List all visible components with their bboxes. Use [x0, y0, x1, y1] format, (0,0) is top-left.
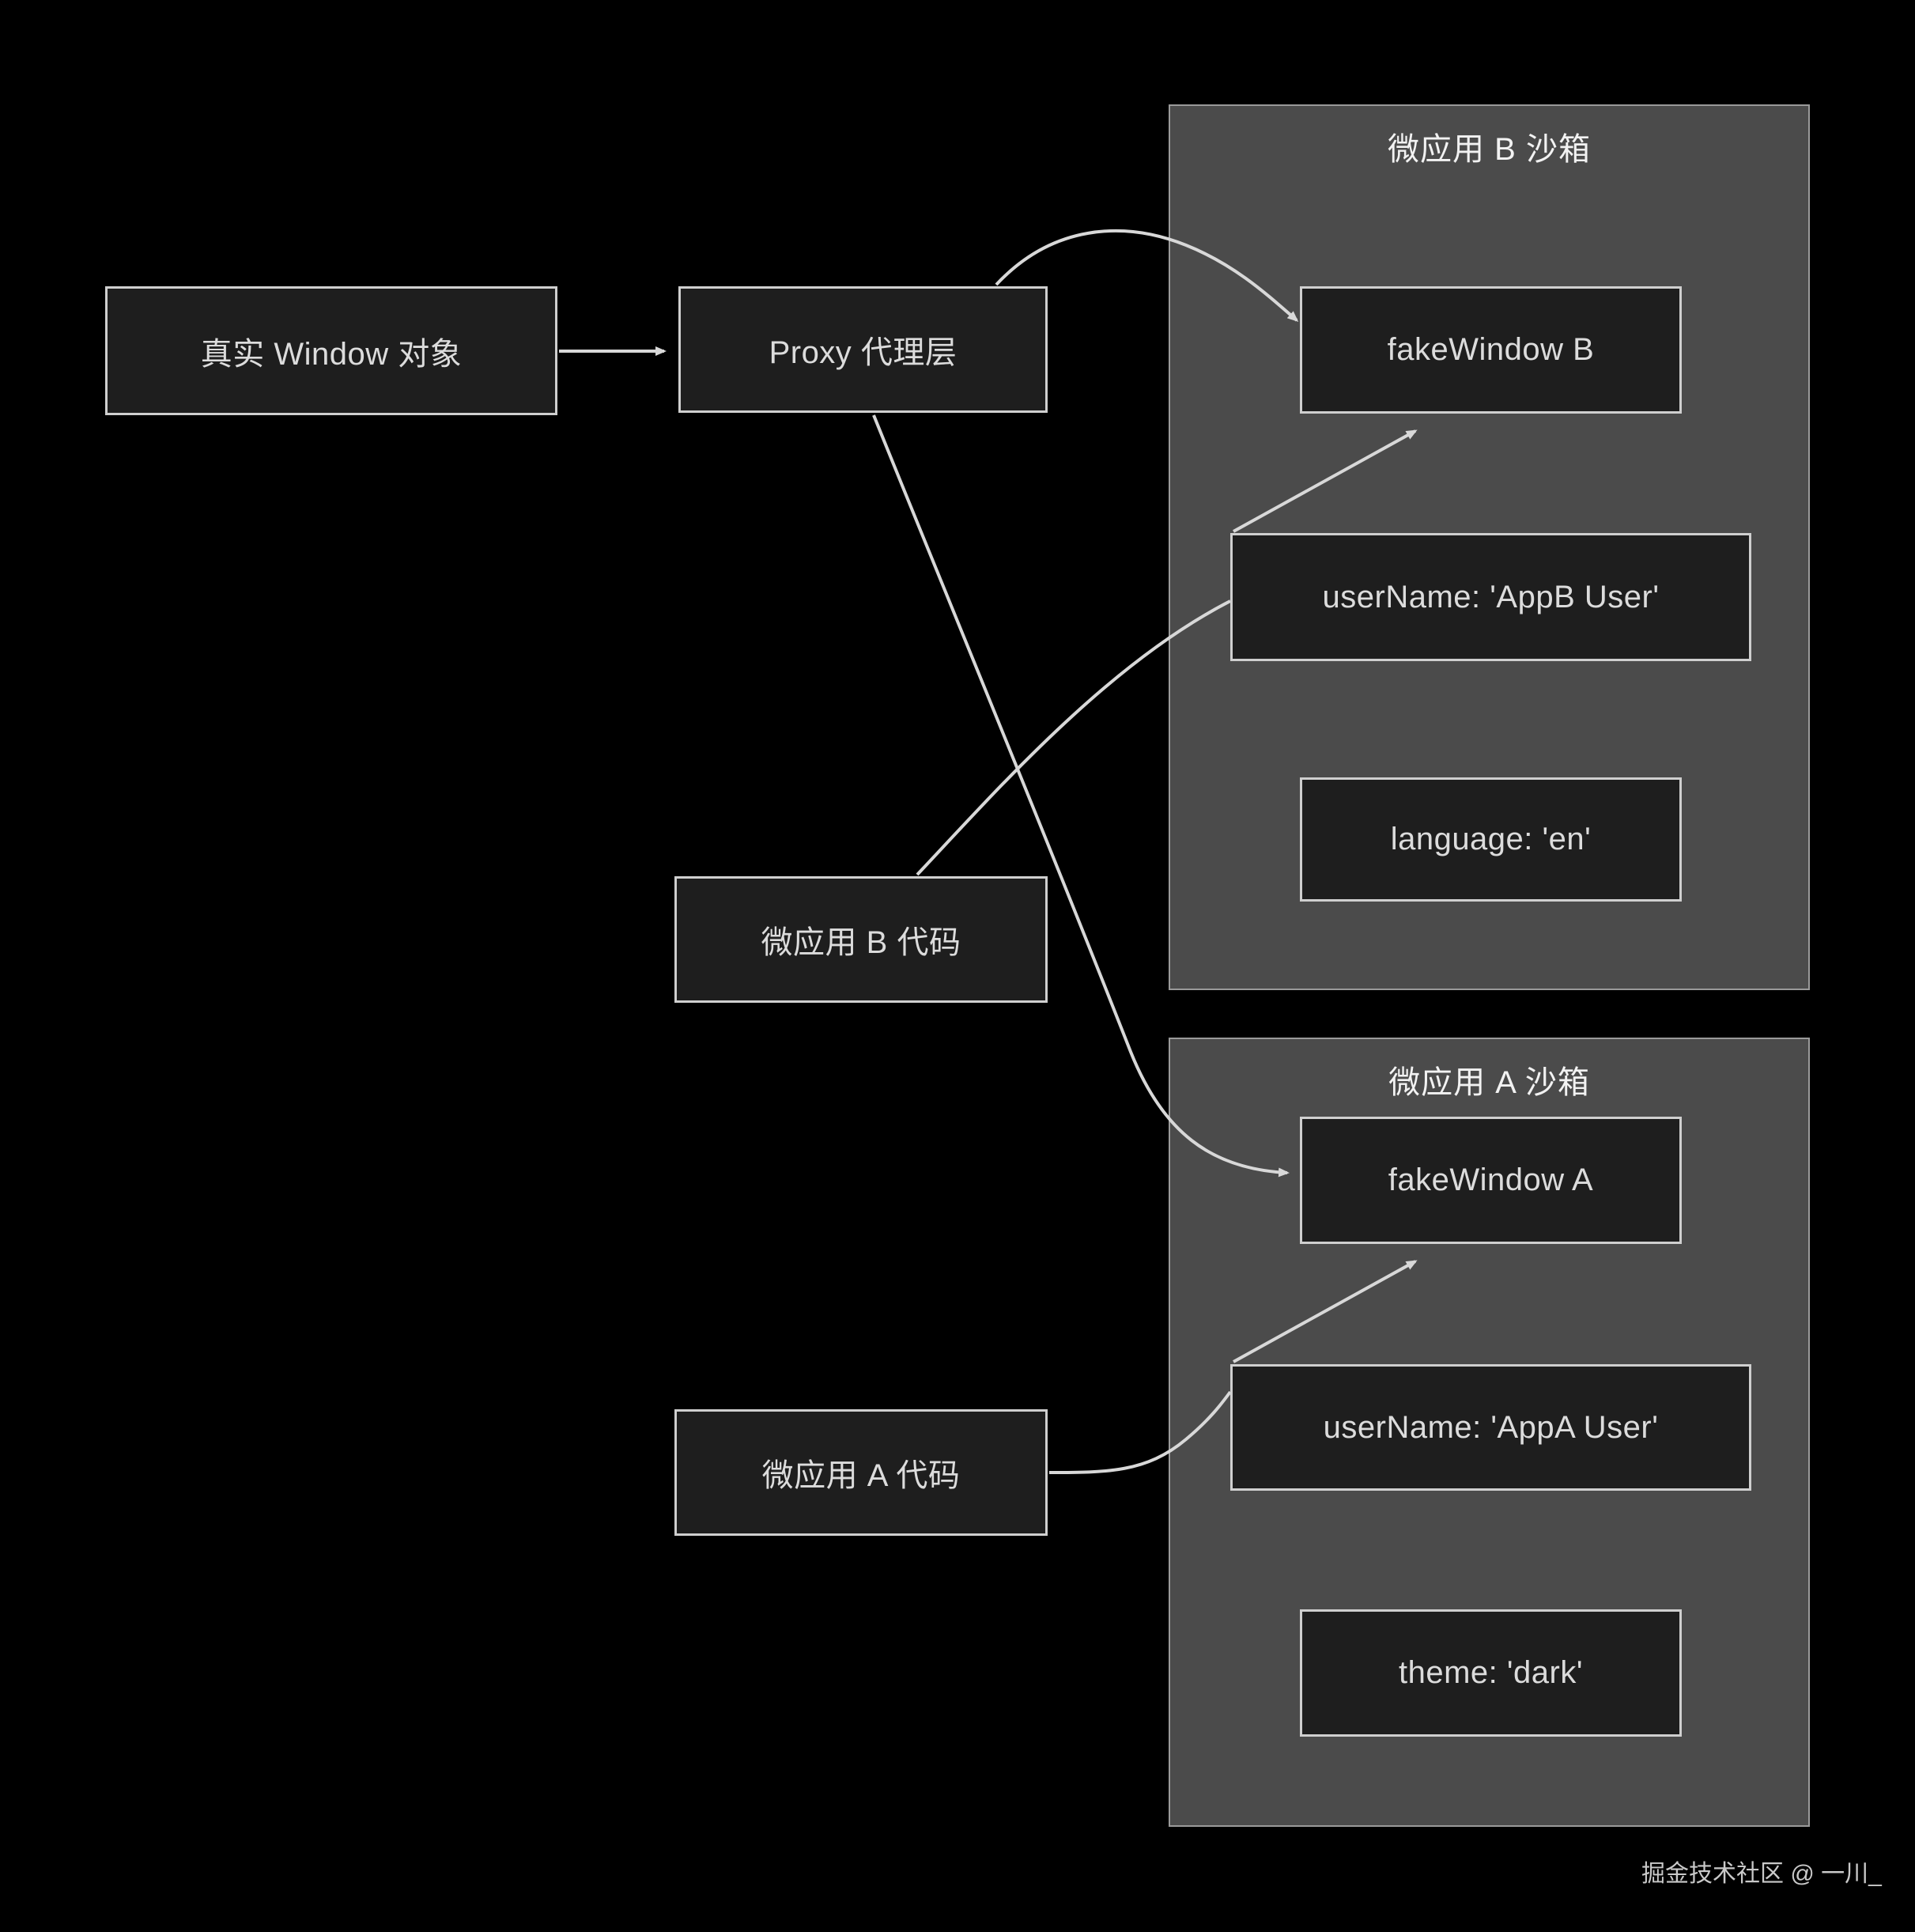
node-theme-a[interactable]: theme: 'dark'	[1300, 1609, 1682, 1737]
node-app-a-code[interactable]: 微应用 A 代码	[674, 1409, 1048, 1536]
node-username-b[interactable]: userName: 'AppB User'	[1230, 533, 1751, 661]
node-language-b-label: language: 'en'	[1390, 822, 1592, 856]
node-app-b-code-label: 微应用 B 代码	[761, 925, 961, 960]
node-real-window-label: 真实 Window 对象	[200, 336, 463, 372]
node-proxy-layer-label: Proxy 代理层	[769, 335, 958, 370]
node-fake-window-b-label: fakeWindow B	[1387, 332, 1595, 367]
watermark: 掘金技术社区 @ 一川_	[1641, 1861, 1882, 1887]
node-fake-window-b[interactable]: fakeWindow B	[1300, 286, 1682, 414]
node-fake-window-a[interactable]: fakeWindow A	[1300, 1117, 1682, 1244]
sandbox-a-title: 微应用 A 沙箱	[1388, 1065, 1590, 1100]
node-language-b[interactable]: language: 'en'	[1300, 777, 1682, 902]
node-fake-window-a-label: fakeWindow A	[1388, 1163, 1594, 1197]
node-real-window[interactable]: 真实 Window 对象	[105, 286, 557, 415]
node-app-a-code-label: 微应用 A 代码	[761, 1458, 961, 1493]
node-username-a-label: userName: 'AppA User'	[1323, 1409, 1659, 1445]
node-username-b-label: userName: 'AppB User'	[1322, 579, 1660, 614]
node-theme-a-label: theme: 'dark'	[1399, 1655, 1583, 1690]
node-proxy-layer[interactable]: Proxy 代理层	[678, 286, 1048, 413]
node-username-a[interactable]: userName: 'AppA User'	[1230, 1364, 1751, 1491]
sandbox-b-title: 微应用 B 沙箱	[1388, 132, 1591, 167]
node-app-b-code[interactable]: 微应用 B 代码	[674, 876, 1048, 1003]
